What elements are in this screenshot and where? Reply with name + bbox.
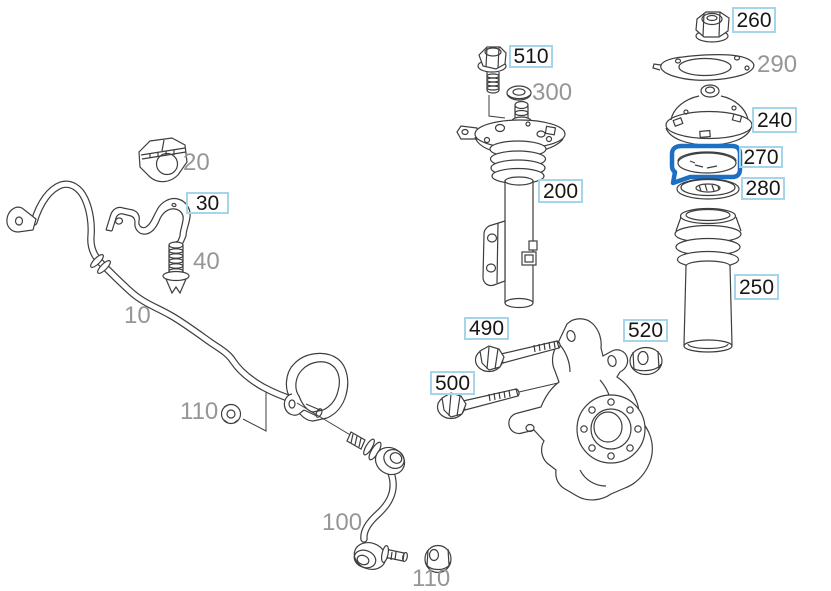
part-label-20: 20 [183, 149, 210, 176]
stabilizer-bushing-drawing [138, 137, 188, 183]
bolt-drawing-490 [474, 340, 561, 373]
plate-drawing-290 [652, 54, 755, 81]
part-label-300: 300 [532, 79, 573, 106]
part-label-250[interactable]: 250 [734, 274, 779, 300]
part-label-500[interactable]: 500 [430, 371, 475, 395]
part-label-40: 40 [193, 248, 220, 275]
part-label-240[interactable]: 240 [752, 107, 797, 133]
part-label-270[interactable]: 270 [739, 146, 783, 168]
dust-boot-drawing-250 [674, 207, 742, 353]
bolt-drawing-500 [436, 382, 559, 420]
stabilizer-bar-drawing [6, 180, 353, 437]
strut-drawing [456, 100, 566, 309]
part-label-510[interactable]: 510 [509, 45, 553, 68]
part-label-110-upper: 110 [180, 398, 219, 425]
washer-drawing-280 [676, 178, 740, 200]
nut-drawing-520 [629, 346, 663, 376]
bolt-drawing-510 [477, 46, 507, 94]
part-label-490[interactable]: 490 [464, 317, 509, 340]
steering-knuckle-drawing [508, 318, 653, 501]
leader-line-510 [488, 95, 506, 119]
stabilizer-link-drawing [346, 431, 408, 570]
nut-drawing-110-lower [424, 544, 452, 574]
nut-drawing-110-upper [220, 403, 242, 425]
part-label-280[interactable]: 280 [741, 177, 785, 200]
washer-drawing-300 [506, 85, 532, 101]
leader-line-110-upper [242, 392, 267, 432]
strut-mount-drawing-240 [665, 84, 753, 146]
part-label-30[interactable]: 30 [186, 192, 229, 214]
cap-nut-drawing-260 [695, 11, 730, 43]
part-label-100: 100 [322, 509, 363, 536]
part-label-520[interactable]: 520 [623, 319, 668, 342]
part-label-200[interactable]: 200 [538, 179, 583, 203]
screw-drawing-40 [162, 241, 190, 295]
part-label-260[interactable]: 260 [732, 7, 776, 33]
washer-drawing-270 [677, 151, 737, 174]
part-label-290: 290 [757, 51, 798, 78]
part-label-10: 10 [124, 302, 151, 329]
part-label-110-lower: 110 [412, 565, 451, 591]
